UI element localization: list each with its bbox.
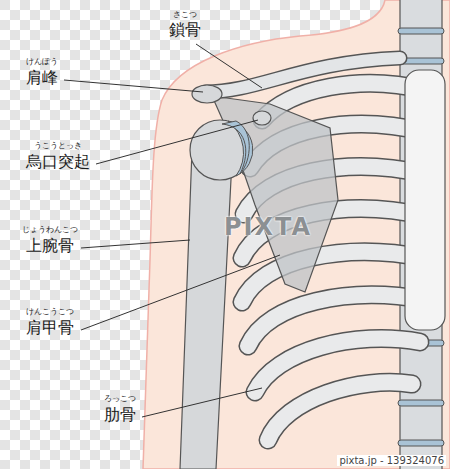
part-name: 鎖骨 <box>169 21 201 39</box>
humerus <box>180 150 232 469</box>
reading-ruby: けんこうこつ <box>26 308 74 317</box>
part-name: 肩甲骨 <box>26 319 74 337</box>
humeral-head <box>190 120 250 180</box>
reading-ruby: さこつ <box>173 11 197 20</box>
acromion <box>192 85 222 103</box>
spine <box>398 0 444 469</box>
reading-ruby: じょうわんこつ <box>22 226 78 235</box>
clavicle <box>205 58 400 92</box>
part-name: 肩峰 <box>26 69 58 87</box>
watermark: PIXTA <box>224 214 312 240</box>
coracoid-process <box>253 111 271 125</box>
scapula <box>212 96 338 292</box>
part-name: 烏口突起 <box>26 153 90 171</box>
reading-ruby: うこうとっき <box>34 142 82 151</box>
reading-ruby: ろっこつ <box>104 395 136 404</box>
sternum <box>405 70 445 330</box>
part-name: 上腕骨 <box>26 237 74 255</box>
part-name: 肋骨 <box>104 406 136 424</box>
watermark-id: pixta.jp - 139324076 <box>337 455 446 466</box>
reading-ruby: けんぽう <box>26 58 58 67</box>
